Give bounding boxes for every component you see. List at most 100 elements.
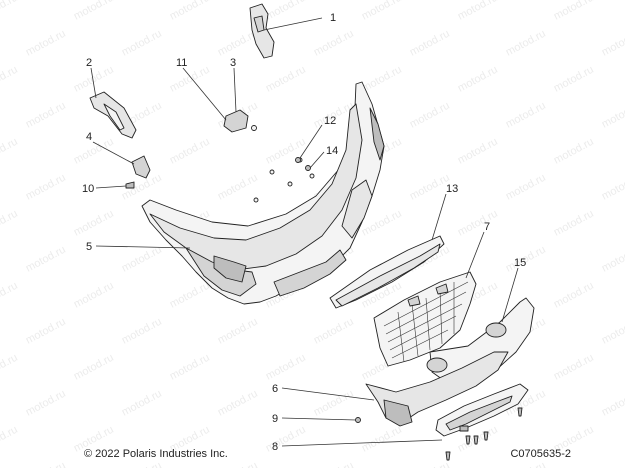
fasteners: [295, 157, 523, 461]
watermark-text: motod.ru: [552, 208, 596, 239]
watermark-text: motod.ru: [72, 352, 116, 383]
watermark-text: motod.ru: [168, 0, 212, 23]
callout-2: 2: [86, 57, 92, 69]
callout-14: 14: [326, 145, 338, 157]
watermark-text: motod.ru: [504, 28, 548, 59]
part-3-clip: [223, 109, 257, 133]
watermark-text: motod.ru: [120, 244, 164, 275]
watermark-text: motod.ru: [0, 352, 20, 383]
part-6-lower-fascia: [365, 351, 509, 427]
watermark-text: motod.ru: [360, 64, 404, 95]
watermark-text: motod.ru: [504, 172, 548, 203]
part-5-front-frame: [141, 81, 385, 305]
watermark-text: motod.ru: [312, 28, 356, 59]
watermark-text: motod.ru: [264, 424, 308, 455]
watermark-text: motod.ru: [456, 64, 500, 95]
part-4-bracket: [131, 155, 151, 179]
watermark-text: motod.ru: [72, 64, 116, 95]
callout-8: 8: [272, 441, 278, 453]
watermark-text: motod.ru: [600, 388, 625, 419]
watermark-text: motod.ru: [264, 352, 308, 383]
watermark-text: motod.ru: [168, 64, 212, 95]
watermark-text: motod.ru: [0, 64, 20, 95]
watermark-text: motod.ru: [216, 388, 260, 419]
callout-3: 3: [230, 57, 236, 69]
watermark-text: motod.ru: [600, 316, 625, 347]
watermark-text: motod.ru: [504, 100, 548, 131]
watermark-text: motod.ru: [552, 0, 596, 23]
watermark-text: motod.ru: [24, 28, 68, 59]
watermark-text: motod.ru: [552, 352, 596, 383]
part-2-bracket: [89, 91, 137, 139]
watermark-text: motod.ru: [72, 136, 116, 167]
watermark-text: motod.ru: [552, 280, 596, 311]
callout-12: 12: [324, 115, 336, 127]
watermark-text: motod.ru: [120, 316, 164, 347]
watermark-text: motod.ru: [72, 280, 116, 311]
callout-11: 11: [176, 57, 187, 69]
leader-lines: [90, 17, 519, 447]
watermark-text: motod.ru: [0, 136, 20, 167]
watermark-text: motod.ru: [120, 388, 164, 419]
watermark-text: motod.ru: [408, 28, 452, 59]
watermark-text: motod.ru: [72, 0, 116, 23]
part-8-trim: [435, 383, 529, 437]
watermark-text: motod.ru: [552, 136, 596, 167]
callout-7: 7: [484, 221, 490, 233]
watermark-text: motod.ru: [0, 424, 20, 455]
watermark-text: motod.ru: [600, 100, 625, 131]
part-1-bracket: [249, 3, 275, 59]
watermark-text: motod.ru: [552, 64, 596, 95]
callout-10: 10: [82, 183, 94, 195]
watermark-text: motod.ru: [312, 388, 356, 419]
callout-13: 13: [446, 183, 458, 195]
watermark-text: motod.ru: [0, 280, 20, 311]
watermark-text: motod.ru: [600, 28, 625, 59]
watermark-text: motod.ru: [360, 0, 404, 23]
callout-6: 6: [272, 383, 278, 395]
watermark-text: motod.ru: [600, 460, 625, 468]
watermark-text: motod.ru: [168, 352, 212, 383]
watermark-text: motod.ru: [24, 244, 68, 275]
watermark-text: motod.ru: [504, 460, 548, 468]
callout-1: 1: [330, 12, 336, 24]
watermark-text: motod.ru: [216, 172, 260, 203]
watermark-text: motod.ru: [120, 28, 164, 59]
watermark-text: motod.ru: [120, 460, 164, 468]
callout-9: 9: [272, 413, 278, 425]
watermark-text: motod.ru: [600, 172, 625, 203]
watermark-text: motod.ru: [168, 280, 212, 311]
watermark-text: motod.ru: [24, 100, 68, 131]
watermark-text: motod.ru: [24, 172, 68, 203]
watermark-text: motod.ru: [0, 0, 20, 23]
watermark-text: motod.ru: [72, 208, 116, 239]
watermark-text: motod.ru: [24, 316, 68, 347]
watermark-text: motod.ru: [312, 460, 356, 468]
watermark-text: motod.ru: [312, 316, 356, 347]
watermark-text: motod.ru: [0, 208, 20, 239]
drawing-id: C0705635-2: [510, 448, 571, 460]
copyright-text: © 2022 Polaris Industries Inc.: [84, 448, 228, 460]
watermark-text: motod.ru: [168, 136, 212, 167]
callout-4: 4: [86, 131, 92, 143]
watermark-text: motod.ru: [264, 0, 308, 23]
callout-15: 15: [514, 257, 526, 269]
watermark-text: motod.ru: [264, 64, 308, 95]
watermark-text: motod.ru: [456, 136, 500, 167]
watermark-text: motod.ru: [408, 100, 452, 131]
watermark-text: motod.ru: [456, 208, 500, 239]
watermark-text: motod.ru: [216, 316, 260, 347]
watermark-text: motod.ru: [24, 460, 68, 468]
callout-5: 5: [86, 241, 92, 253]
watermark-text: motod.ru: [600, 244, 625, 275]
part-7-grille: [373, 271, 477, 367]
watermark-text: motod.ru: [456, 0, 500, 23]
watermark-text: motod.ru: [408, 460, 452, 468]
watermark-text: motod.ru: [360, 424, 404, 455]
part-13-panel: [329, 235, 445, 309]
callout-labels: 1 2 11 3 4 10 5 12 14 13 7 15 6 9 8: [82, 12, 526, 453]
watermark-text: motod.ru: [216, 460, 260, 468]
part-10-screw: [125, 181, 135, 189]
watermark-text: motod.ru: [24, 388, 68, 419]
